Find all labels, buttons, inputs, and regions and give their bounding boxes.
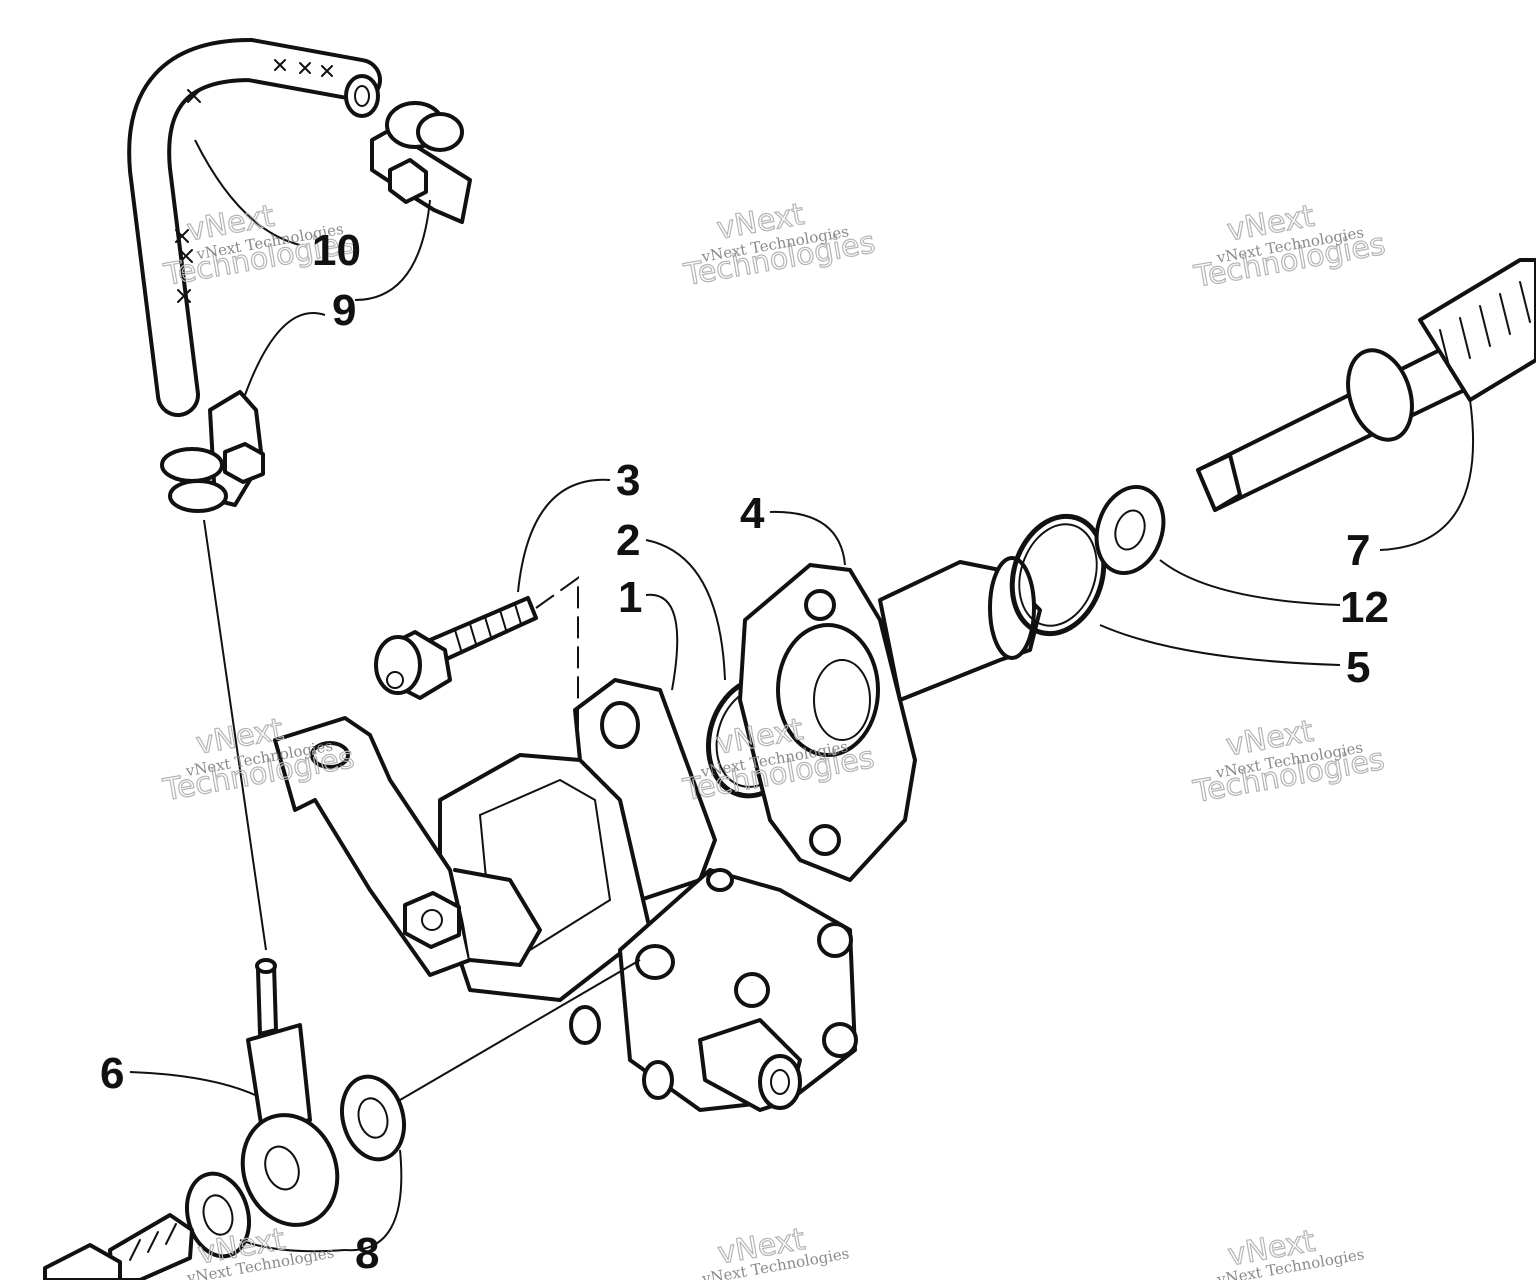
callout-2: 2 [616,516,640,565]
leader-6 [129,1071,256,1096]
leader-1 [645,593,679,691]
oil-pump-body [273,678,858,1112]
leader-9b [244,312,326,396]
mounting-bolt [374,596,538,700]
callout-3: 3 [616,456,640,505]
leader-5 [1099,624,1341,666]
leader-3 [517,478,611,593]
leader-2 [645,539,726,681]
hose-clamp-upper [370,101,472,224]
watermark-bottom-center: vNext vNext Technologies [700,1221,851,1285]
callout-8: 8 [355,1229,379,1278]
callout-7: 7 [1346,526,1370,575]
pump-flange [738,556,1042,882]
banjo-assembly-line [399,959,641,1101]
o-ring-5 [1009,513,1107,637]
leader-4 [769,510,846,566]
watermark-top-center: vNext Technologies vNext Technologies [680,196,878,293]
oil-hose [127,37,382,417]
leader-12 [1159,559,1341,606]
watermark-top-right: vNext Technologies vNext Technologies [1190,198,1388,295]
callout-12: 12 [1340,583,1389,632]
callout-5: 5 [1346,643,1370,692]
bolt-centerline [535,576,579,740]
leader-7 [1379,399,1474,551]
callout-10: 10 [312,226,361,275]
banjo-fitting [240,958,340,1227]
banjo-bolt [43,1213,194,1282]
sealing-washer-lower [185,1171,251,1259]
callout-9: 9 [332,286,356,335]
leader-8a [344,1149,403,1252]
watermark-bottom-right: vNext vNext Technologies [1215,1223,1366,1285]
hose-assembly-line [203,519,267,951]
leader-8b [239,1239,346,1253]
callout-1: 1 [618,573,642,622]
watermark-mid-right: vNext Technologies vNext Technologies [1190,713,1388,810]
leader-9a [354,199,431,301]
leader-10 [194,139,301,246]
callout-6: 6 [100,1049,124,1098]
sealing-washer-upper [340,1074,406,1162]
hose-clamp-lower [160,390,265,513]
callout-4: 4 [740,489,765,538]
drive-shaft [1196,258,1536,512]
washer-12 [1094,485,1166,575]
